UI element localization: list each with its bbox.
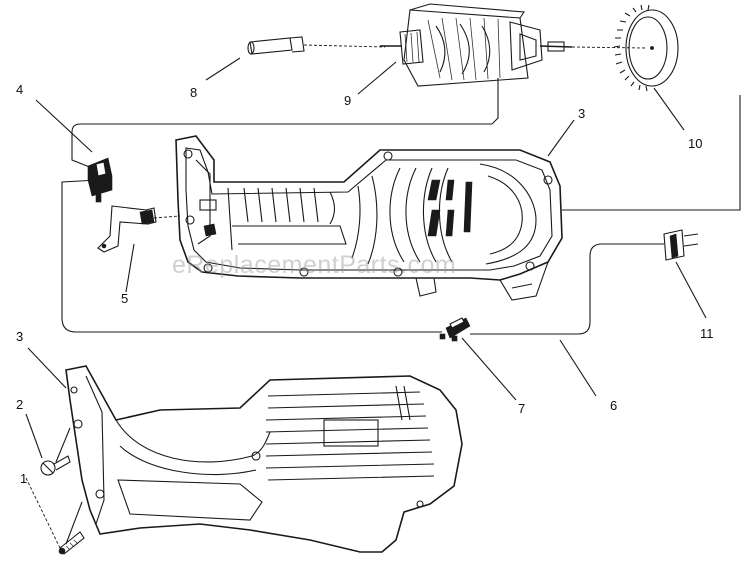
callout-1: 1: [20, 471, 28, 486]
callout-4: 4: [16, 82, 24, 97]
callout-5: 5: [121, 291, 129, 306]
callout-9: 9: [344, 93, 352, 108]
part-7-connector[interactable]: [439, 317, 471, 342]
callout-6: 6: [610, 398, 618, 413]
callout-8: 8: [190, 85, 198, 100]
callout-3-lower: 3: [16, 329, 24, 344]
part-8-brush[interactable]: [247, 36, 386, 55]
callout-2: 2: [16, 397, 24, 412]
callout-10: 10: [688, 136, 703, 151]
part-3-housing-lower[interactable]: [65, 365, 463, 553]
part-9-motor-armature[interactable]: [380, 3, 646, 125]
wire-harness: [61, 95, 741, 335]
part-10-fan[interactable]: [613, 4, 679, 92]
callout-3-upper: 3: [578, 106, 586, 121]
leader-lines: [25, 57, 707, 549]
watermark: eReplacementParts.com: [172, 251, 457, 279]
part-2-screw[interactable]: [40, 455, 71, 476]
part-5-bracket[interactable]: [97, 205, 181, 253]
part-11-plug[interactable]: [663, 229, 699, 261]
callout-7: 7: [518, 401, 526, 416]
part-1-screw[interactable]: [58, 531, 85, 555]
part-3-housing-upper[interactable]: [175, 135, 590, 301]
part-4-switch[interactable]: [87, 157, 113, 203]
callout-11: 11: [700, 326, 714, 341]
